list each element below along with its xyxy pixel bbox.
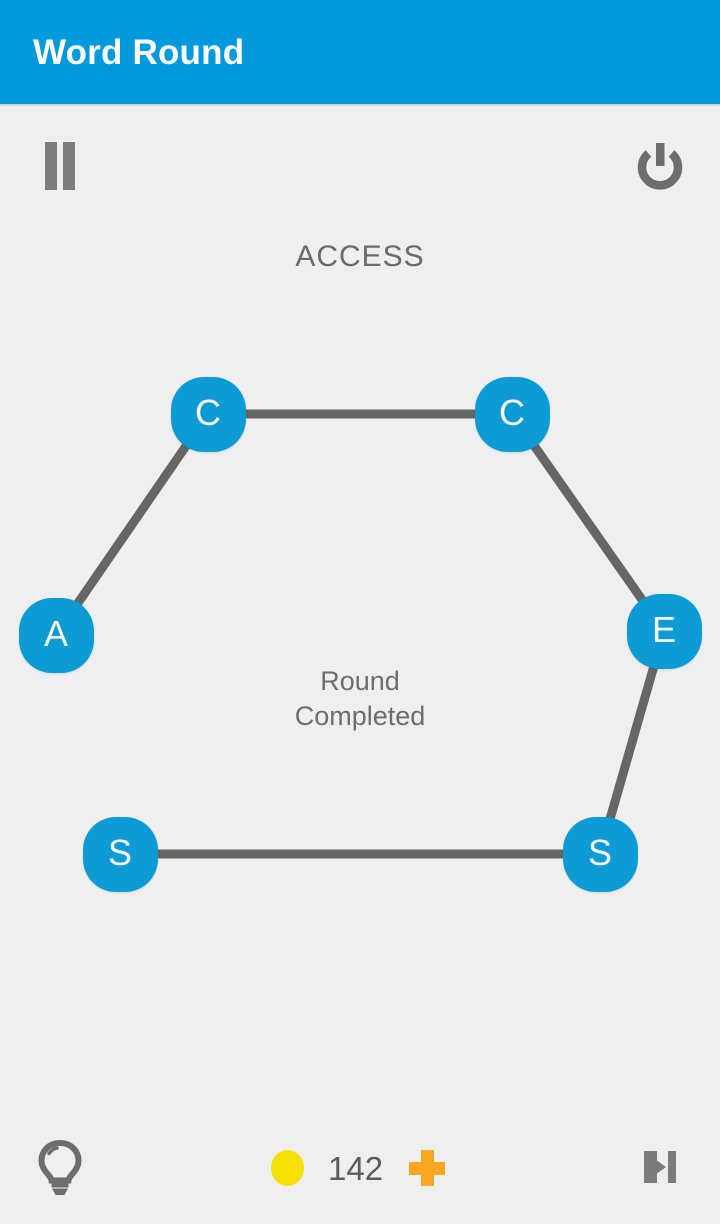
letter-node[interactable]: A [18, 597, 94, 673]
round-status-line-1: Round [320, 666, 400, 696]
skip-next-icon [644, 1151, 676, 1183]
sub-header: ACCESS [0, 104, 720, 273]
coin-count-label: 142 [328, 1149, 384, 1187]
board-links [52, 409, 669, 859]
letter-node-label: S [587, 832, 612, 873]
letter-node-label: C [195, 392, 221, 433]
letter-node-label: C [499, 392, 525, 433]
skip-button[interactable] [622, 1129, 698, 1205]
app-bar: Word Round [0, 0, 720, 104]
round-status-line-2: Completed [294, 701, 426, 731]
quit-button[interactable] [622, 128, 698, 204]
hint-button[interactable] [22, 1129, 98, 1207]
link-line [508, 411, 668, 634]
letter-node[interactable]: S [562, 816, 638, 892]
word-board: Round Completed C C E S S A [0, 209, 720, 1109]
letter-node-label: E [651, 609, 676, 650]
letter-node-label: A [43, 613, 68, 654]
pause-icon [44, 142, 76, 190]
round-status-message: Round Completed [0, 664, 720, 734]
letter-node[interactable]: C [474, 376, 550, 452]
letter-node[interactable]: C [170, 376, 246, 452]
power-icon [637, 143, 683, 190]
letter-node-label: S [107, 832, 132, 873]
letter-node[interactable]: E [626, 593, 702, 669]
app-title: Word Round [33, 32, 245, 72]
coin-icon [271, 1150, 304, 1186]
app-bar-shadow [0, 104, 720, 107]
letter-node[interactable]: S [82, 816, 158, 892]
add-coins-button[interactable] [409, 1150, 446, 1186]
coin-counter: 142 [260, 1129, 470, 1207]
pause-button[interactable] [22, 128, 98, 204]
bottom-bar: 142 [0, 1109, 720, 1224]
link-line [52, 411, 212, 638]
round-name-label: ACCESS [295, 240, 425, 273]
lightbulb-icon [38, 1140, 82, 1195]
